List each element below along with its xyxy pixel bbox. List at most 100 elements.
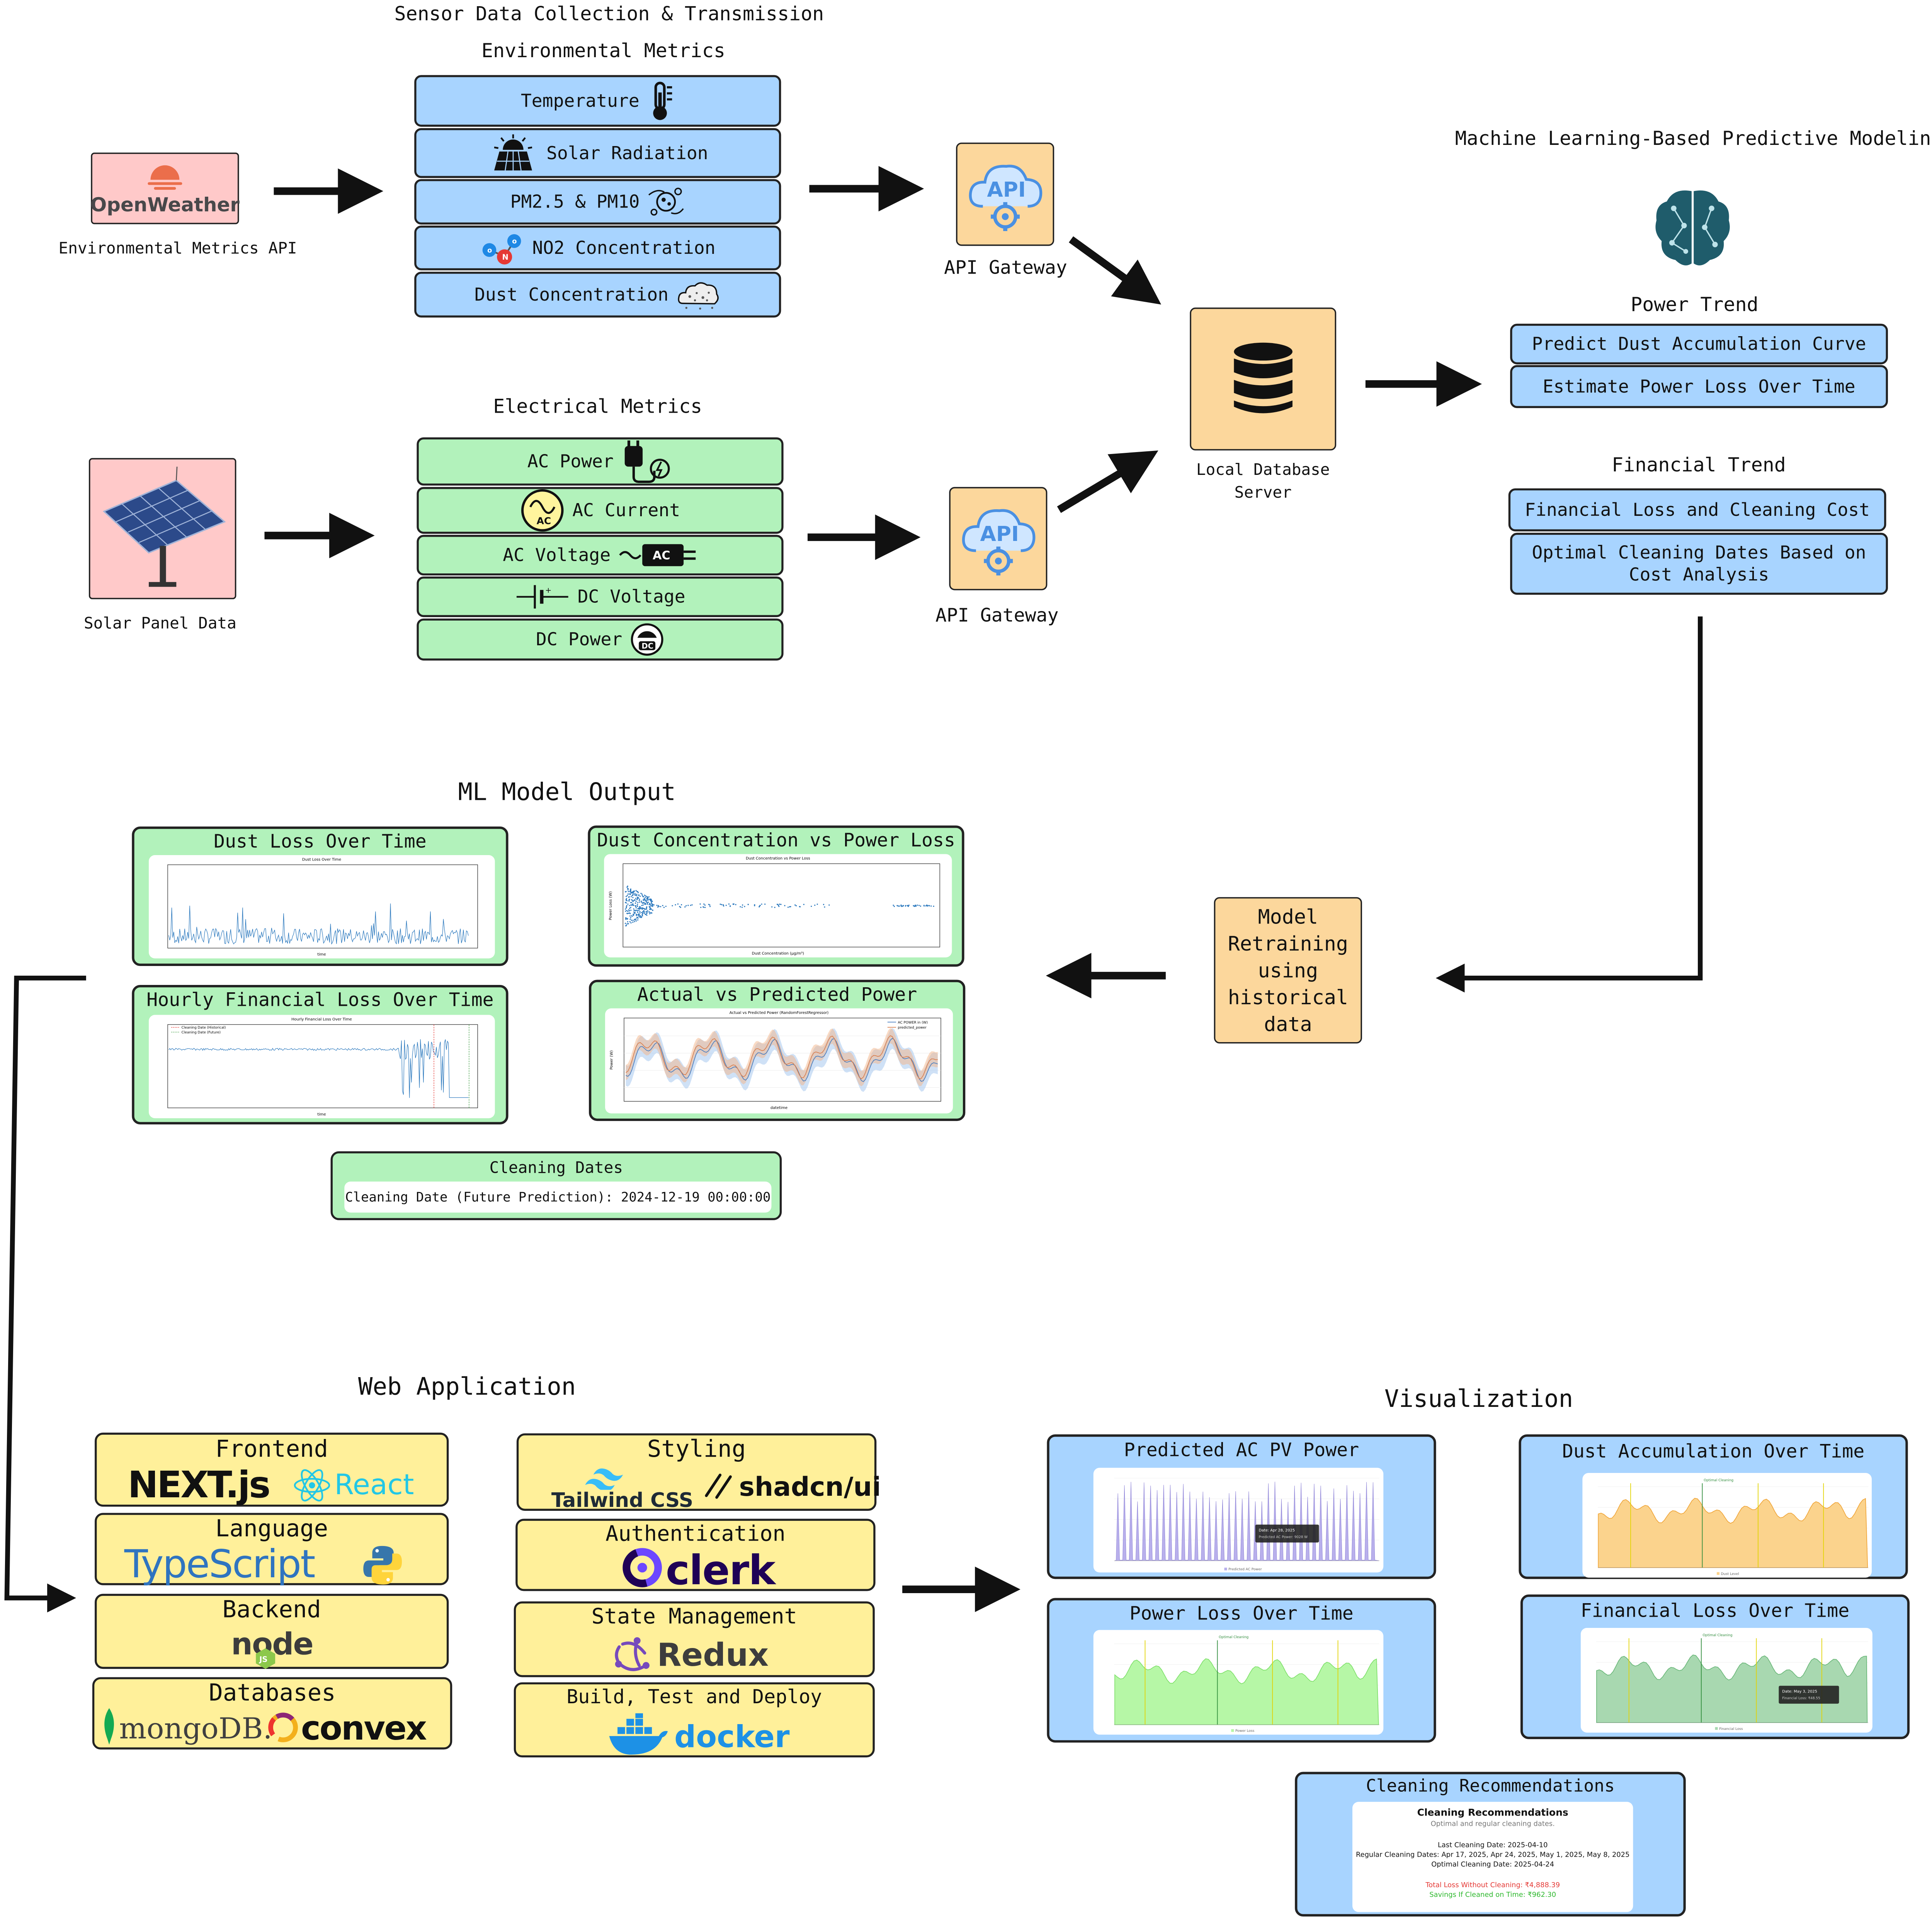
svg-text:API: API <box>980 522 1019 546</box>
scatter-point <box>649 907 651 908</box>
panel-hourly-financial-loss: Hourly Financial Loss Over Time Hourly F… <box>132 985 509 1124</box>
scatter-point <box>634 899 636 901</box>
openweather-logo-text: OpenWeather <box>90 194 240 216</box>
svg-text:Optimal Cleaning: Optimal Cleaning <box>1702 1633 1732 1637</box>
scatter-point <box>624 922 626 924</box>
metric-dust: Dust Concentration <box>414 272 781 318</box>
svg-text:Cleaning Date (Future): Cleaning Date (Future) <box>182 1031 221 1035</box>
scatter-point <box>636 907 637 909</box>
scatter-point <box>642 913 644 914</box>
scatter-point <box>754 905 755 906</box>
scatter-point <box>680 906 681 908</box>
scatter-point <box>636 917 638 918</box>
panel-dust-loss: Dust Loss Over Time Dust Loss Over Time … <box>132 827 509 966</box>
scatter-point <box>629 912 631 914</box>
clerk-logo: clerk <box>665 1546 776 1594</box>
svg-text:Actual vs Predicted Power (Ran: Actual vs Predicted Power (RandomForestR… <box>730 1011 829 1015</box>
api-gateway-elec: API <box>949 487 1048 590</box>
elec-metrics-title: Electrical Metrics <box>493 395 702 418</box>
scatter-point <box>681 904 682 906</box>
svg-text:o: o <box>512 237 517 245</box>
scatter-point <box>639 895 641 897</box>
scatter-point <box>630 917 631 918</box>
scatter-point <box>645 903 646 905</box>
scatter-point <box>816 903 818 905</box>
viz-financial-loss: Financial Loss Over Time Optimal Cleanin… <box>1520 1594 1910 1739</box>
scatter-point <box>660 906 662 907</box>
scatter-point <box>779 903 781 905</box>
scatter-point <box>632 891 633 893</box>
api-gateway-env-label: API Gateway <box>944 256 1067 279</box>
scatter-point <box>662 905 663 906</box>
cleaning-card-title: Cleaning Recommendations <box>1417 1806 1568 1818</box>
sensor-section-title: Sensor Data Collection & Transmission <box>394 3 824 26</box>
scatter-point <box>633 905 634 906</box>
scatter-point <box>639 912 641 914</box>
scatter-point <box>637 917 639 919</box>
optimal-cleaning-date: Optimal Cleaning Date: 2025-04-24 <box>1431 1860 1554 1869</box>
svg-text:Predicted AC Power: Predicted AC Power <box>1228 1568 1262 1571</box>
scatter-point <box>630 906 631 908</box>
tech-language: Language TypeScript <box>95 1513 449 1587</box>
scatter-point <box>630 896 632 898</box>
metric-ac-voltage: AC Voltage AC <box>417 535 784 576</box>
scatter-point <box>637 898 638 900</box>
scatter-point <box>627 885 628 887</box>
scatter-point <box>650 905 651 906</box>
scatter-point <box>645 908 647 910</box>
scatter-point <box>646 896 648 898</box>
openweather-source: OpenWeather <box>90 152 240 224</box>
power-trend-title: Power Trend <box>1631 293 1759 316</box>
scatter-point <box>771 906 773 908</box>
scatter-point <box>684 906 686 908</box>
solar-panel-source <box>88 458 236 599</box>
scatter-point <box>646 906 648 908</box>
predicted-ac-area <box>1114 1481 1379 1561</box>
ml-output-title: ML Model Output <box>458 777 676 806</box>
react-logo-text: React <box>334 1468 414 1502</box>
svg-text:API: API <box>987 177 1026 202</box>
python-logo-icon <box>363 1546 402 1585</box>
cleaning-recommendations-card: Cleaning Recommendations Optimal and reg… <box>1352 1802 1633 1912</box>
scatter-point <box>640 893 642 894</box>
viz-dust-accumulation: Dust Accumulation Over Time Optimal Clea… <box>1519 1434 1908 1579</box>
scatter-point <box>632 922 634 923</box>
scatter-point <box>626 910 628 912</box>
scatter-point <box>638 895 639 896</box>
scatter-point <box>761 903 762 905</box>
scatter-point <box>733 903 734 905</box>
scatter-point <box>648 911 650 913</box>
scatter-point <box>644 895 645 896</box>
scatter-point <box>627 918 628 920</box>
tailwind-wave-icon <box>585 1468 623 1490</box>
plug-icon <box>624 440 670 483</box>
scatter-point <box>639 911 641 912</box>
scatter-point <box>918 905 920 906</box>
scatter-point <box>633 913 634 915</box>
svg-text:Dust Concentration vs Power Lo: Dust Concentration vs Power Loss <box>746 857 810 861</box>
power-loss-area <box>1114 1658 1379 1725</box>
scatter-point <box>639 901 641 903</box>
scatter-point <box>650 908 651 910</box>
ac-source-icon: AC <box>619 544 696 566</box>
scatter-point <box>641 901 643 903</box>
openweather-label: Environmental Metrics API <box>58 238 297 257</box>
last-cleaning-date: Last Cleaning Date: 2025-04-10 <box>1437 1840 1548 1849</box>
scatter-point <box>735 904 736 905</box>
scatter-point <box>636 909 638 911</box>
scatter-point <box>643 896 645 898</box>
connector-ml-to-retraining <box>1435 616 1703 993</box>
scatter-point <box>903 905 904 906</box>
scatter-point <box>642 915 643 917</box>
scatter-point <box>811 905 812 907</box>
scatter-point <box>906 905 908 906</box>
tech-auth: Authentication clerk <box>515 1519 876 1594</box>
scatter-point <box>645 913 646 915</box>
svg-text:Financial Loss: ₹48.55: Financial Loss: ₹48.55 <box>1782 1697 1820 1701</box>
scatter-point <box>913 905 915 907</box>
ml-predictive-title: Machine Learning-Based Predictive Modeli… <box>1455 127 1932 150</box>
scatter-point <box>656 905 658 906</box>
metric-solar-radiation: Solar Radiation <box>414 128 781 178</box>
scatter-point <box>635 901 637 902</box>
